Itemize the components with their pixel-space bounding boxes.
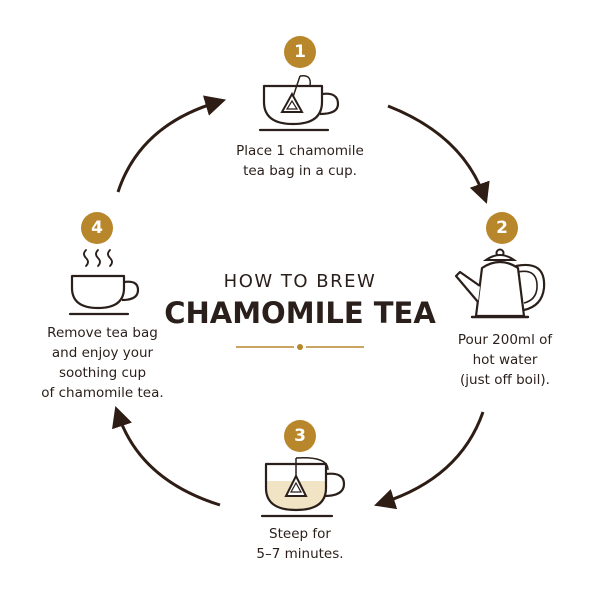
cup-with-teabag-icon <box>258 74 340 132</box>
step-4-caption-line: Remove tea bag <box>47 325 158 341</box>
step-3-caption-line: Steep for <box>269 526 331 542</box>
step-4-caption-line: soothing cup <box>58 365 147 381</box>
arrow-step1-to-step2 <box>387 104 490 204</box>
step-1-badge: 1 <box>284 36 316 68</box>
arrow-step3-to-step4 <box>112 406 221 507</box>
arrow-step2-to-step3 <box>374 411 485 510</box>
step-4-caption: Remove tea bag and enjoy your soothing c… <box>20 323 185 403</box>
step-2-caption-line: hot water <box>472 352 538 368</box>
step-4-caption-line: and enjoy your <box>51 345 154 361</box>
step-3-badge: 3 <box>284 420 316 452</box>
step-2-caption-line: (just off boil). <box>460 372 550 388</box>
step-1-caption-line: Place 1 chamomile <box>236 143 364 159</box>
cup-steeping-icon <box>260 457 346 518</box>
step-1-caption-line: tea bag in a cup. <box>243 163 357 179</box>
step-1-caption: Place 1 chamomile tea bag in a cup. <box>210 141 390 181</box>
step-2-badge: 2 <box>486 212 518 244</box>
arrow-step4-to-step1 <box>116 95 227 193</box>
step-2-caption-line: Pour 200ml of <box>457 332 553 348</box>
step-3-caption-line: 5–7 minutes. <box>256 546 344 562</box>
steaming-cup-icon <box>68 249 140 316</box>
diagram-title: CHAMOMILE TEA <box>164 296 436 330</box>
step-2-caption: Pour 200ml of hot water (just off boil). <box>430 330 580 390</box>
step-3-caption: Steep for 5–7 minutes. <box>210 524 390 564</box>
diagram-subtitle: HOW TO BREW <box>223 271 377 292</box>
step-4-caption-line: of chamomile tea. <box>41 385 164 401</box>
step-4-badge: 4 <box>81 212 113 244</box>
kettle-icon <box>454 248 546 319</box>
